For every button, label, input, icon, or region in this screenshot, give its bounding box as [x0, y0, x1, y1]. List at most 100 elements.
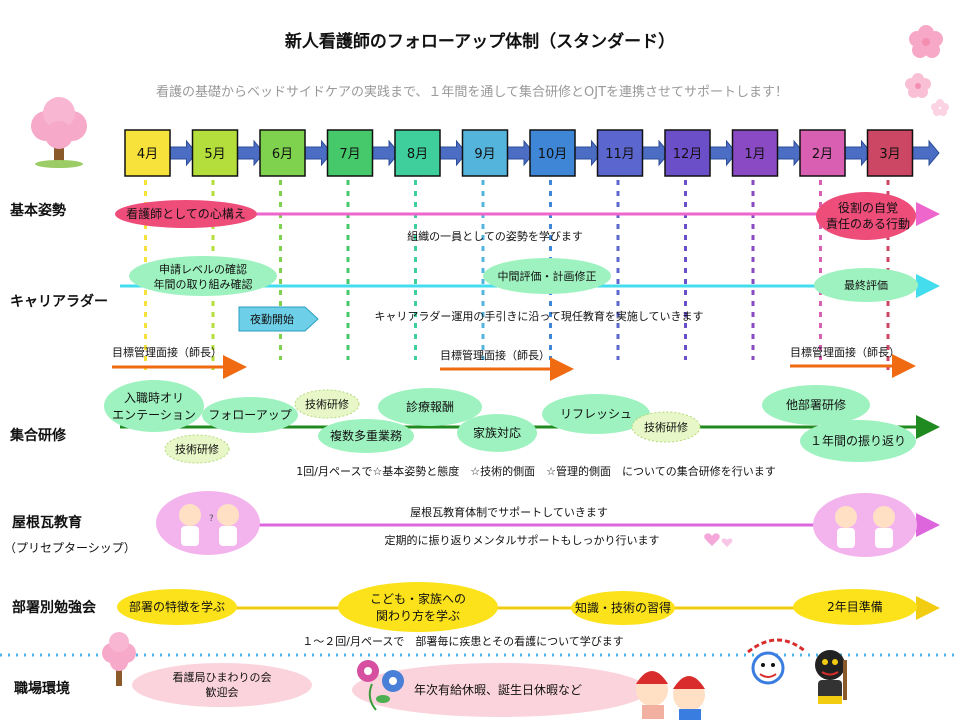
month-box — [866, 129, 914, 177]
timeline-connector — [237, 139, 265, 167]
interview-1: 目標管理面接（師長） — [112, 345, 247, 379]
month-label: 2月 — [812, 147, 833, 162]
career-bubble-start: 申請レベルの確認 年間の取り組み確認 — [129, 256, 277, 296]
month-box — [191, 129, 239, 177]
page-title: 新人看護師のフォローアップ体制（スタンダード） — [285, 31, 675, 52]
month-label: 8月 — [407, 147, 428, 162]
nurse-pair-icon-end — [813, 493, 917, 557]
row-label-kihon: 基本姿勢 — [10, 202, 66, 219]
oni-icon — [815, 650, 847, 704]
svg-text:診療報酬: 診療報酬 — [406, 399, 454, 414]
svg-text:技術研修: 技術研修 — [175, 442, 219, 456]
month-box — [259, 129, 306, 177]
kihon-note: 組織の一員としての姿勢を学びます — [407, 229, 583, 243]
timeline-connector — [439, 139, 468, 167]
row-label-shugo: 集合研修 — [9, 427, 67, 444]
leave-bubble: 年次有給休暇、誕生日休暇など — [352, 663, 648, 717]
svg-text:他部署研修: 他部署研修 — [786, 397, 846, 412]
bumon-item-1: 部署の特徴を学ぶ — [117, 589, 237, 625]
svg-text:複数多重業務: 複数多重業務 — [330, 428, 402, 443]
svg-text:部署の特徴を学ぶ: 部署の特徴を学ぶ — [129, 599, 225, 614]
svg-text:2年目準備: 2年目準備 — [827, 599, 883, 614]
timeline-connector — [372, 139, 400, 167]
svg-text:目標管理面接（師長）: 目標管理面接（師長） — [112, 345, 222, 359]
interview-3: 目標管理面接（師長） — [790, 345, 916, 378]
row-sublabel-yane: （プリセプターシップ） — [4, 541, 136, 555]
svg-text:責任のある行動: 責任のある行動 — [826, 217, 910, 231]
shugo-note: 1回/月ペースで☆基本姿勢と態度 ☆技術的側面 ☆管理的側面 についての集合研修… — [296, 464, 775, 478]
shugo-item-tech-1: 技術研修 — [164, 434, 230, 464]
month-label: 11月 — [605, 147, 635, 162]
month-box — [529, 129, 576, 177]
svg-text:夜勤開始: 夜勤開始 — [250, 312, 294, 326]
svg-text:?: ? — [209, 514, 214, 524]
interview-2: 目標管理面接（師長） — [440, 348, 574, 381]
shugo-item-refresh: リフレッシュ — [542, 394, 650, 434]
bumon-note: １～２回/月ペースで 部署毎に疾患とその看護について学びます — [302, 634, 624, 648]
nurse-pair-icon: ? — [156, 491, 260, 555]
bumon-item-3: 知識・技術の習得 — [571, 591, 675, 625]
month-box — [596, 129, 644, 177]
timeline-connector — [574, 139, 603, 167]
svg-text:入職時オリ: 入職時オリ — [124, 391, 184, 405]
timeline-connector — [777, 139, 805, 167]
cherry-blossom-icon — [905, 25, 949, 116]
timeline-connector — [507, 139, 535, 167]
shugo-item-fee: 診療報酬 — [378, 388, 482, 426]
month-label: 12月 — [673, 147, 703, 162]
month-label: 3月 — [879, 147, 900, 162]
shugo-item-other-dept: 他部署研修 — [762, 385, 870, 425]
month-label: 9月 — [474, 147, 495, 162]
month-box — [731, 129, 779, 177]
career-bubble-mid: 中間評価・計画修正 — [483, 258, 611, 294]
santa-kids-icon — [636, 671, 705, 720]
cherry-tree-small-icon — [102, 632, 136, 686]
month-box — [394, 129, 441, 177]
lion-dance-icon — [747, 638, 807, 685]
month-timeline — [169, 139, 940, 167]
svg-text:最終評価: 最終評価 — [844, 278, 888, 292]
month-label: 6月 — [272, 147, 293, 162]
svg-text:中間評価・計画修正: 中間評価・計画修正 — [498, 269, 597, 283]
month-box — [461, 129, 509, 177]
svg-text:関わり方を学ぶ: 関わり方を学ぶ — [376, 608, 460, 623]
kihon-end-bubble: 役割の自覚 責任のある行動 — [816, 192, 916, 240]
svg-text:知識・技術の習得: 知識・技術の習得 — [575, 600, 671, 615]
svg-text:歓迎会: 歓迎会 — [206, 685, 239, 699]
svg-text:技術研修: 技術研修 — [644, 420, 688, 434]
bumon-item-4: 2年目準備 — [793, 589, 917, 625]
heart-icon — [704, 533, 733, 547]
svg-text:年間の取り組み確認: 年間の取り組み確認 — [154, 277, 253, 291]
month-label: 1月 — [744, 147, 765, 162]
month-label: 4月 — [137, 147, 158, 162]
bumon-item-2: こども・家族への 関わり方を学ぶ — [338, 582, 498, 632]
shugo-item-review: １年間の振り返り — [800, 420, 916, 462]
yane-note-1: 屋根瓦教育体制でサポートしていきます — [410, 505, 608, 519]
timeline-connector — [844, 139, 873, 167]
row-label-shokuba: 職場環境 — [14, 680, 70, 697]
svg-text:エンテーション: エンテーション — [112, 408, 196, 422]
svg-text:申請レベルの確認: 申請レベルの確認 — [159, 262, 247, 276]
month-box — [799, 129, 846, 177]
svg-text:フォローアップ: フォローアップ — [208, 408, 292, 422]
timeline-connector — [642, 139, 670, 167]
month-box — [664, 129, 711, 177]
timeline-connector — [304, 139, 333, 167]
month-label: 10月 — [538, 147, 568, 162]
month-box — [124, 129, 171, 177]
row-label-yane: 屋根瓦教育 — [12, 514, 82, 531]
month-label: 5月 — [204, 147, 225, 162]
svg-text:看護局ひまわりの会: 看護局ひまわりの会 — [173, 670, 272, 684]
svg-text:リフレッシュ: リフレッシュ — [560, 407, 632, 421]
svg-text:役割の自覚: 役割の自覚 — [838, 200, 898, 215]
timeline-connector — [912, 139, 940, 167]
row-label-career: キャリアラダー — [10, 293, 108, 310]
career-bubble-final: 最終評価 — [814, 268, 918, 302]
welcome-party-bubble: 看護局ひまわりの会 歓迎会 — [132, 663, 312, 707]
kihon-start-bubble: 看護師としての心構え — [115, 200, 257, 228]
page-subtitle: 看護の基礎からベッドサイドケアの実践まで、１年間を通して集合研修とOJTを連携さ… — [156, 84, 788, 100]
svg-text:こども・家族への: こども・家族への — [370, 591, 466, 606]
shugo-item-tech-2: 技術研修 — [294, 389, 360, 419]
